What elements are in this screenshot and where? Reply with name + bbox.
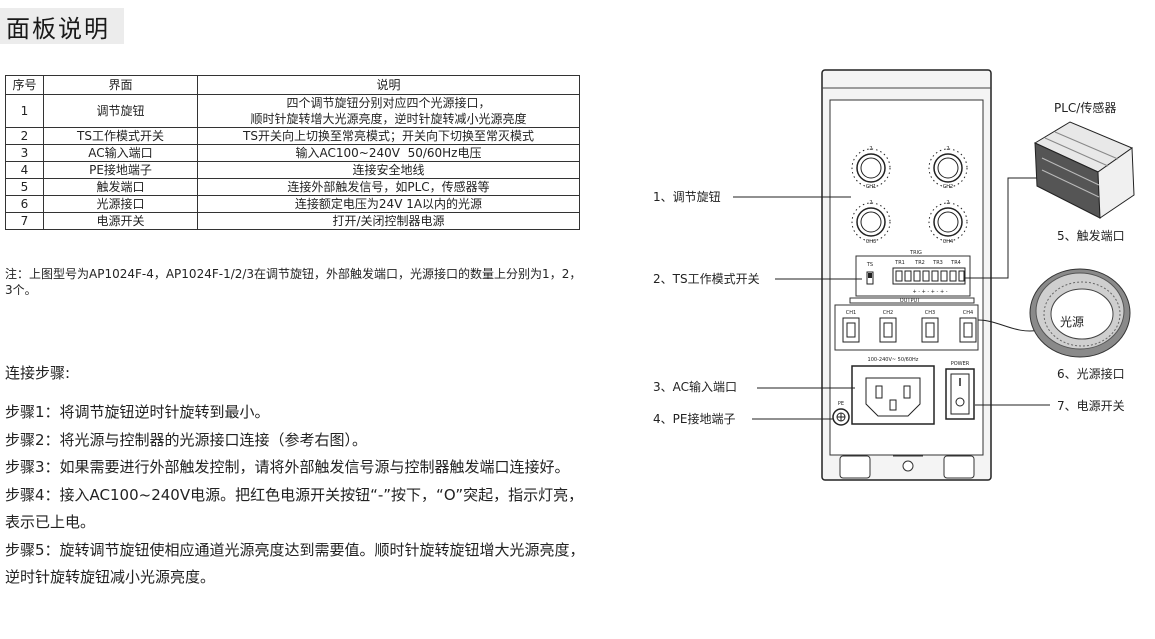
knob-label-ch4: CH4 bbox=[943, 239, 953, 245]
callout-light-port: 6、光源接口 bbox=[1057, 366, 1125, 381]
table-row: 3 AC输入端口 输入AC100~240V 50/60Hz电压 bbox=[5, 144, 580, 162]
table-row: 1 调节旋钮 四个调节旋钮分别对应四个光源接口， 顺时针旋转增大光源亮度，逆时针… bbox=[5, 94, 580, 128]
controller-panel-diagram: 2 CH1 2 CH2 2 CH3 2 CH4 TRIG TS TR1 TR2 … bbox=[653, 69, 1135, 481]
model-note: 注：上图型号为AP1024F-4，AP1024F-1/2/3在调节旋钮，外部触发… bbox=[5, 267, 582, 297]
cell-index: 1 bbox=[5, 94, 44, 128]
interface-table: 序号 界面 说明 1 调节旋钮 四个调节旋钮分别对应四个光源接口， 顺时针旋转增… bbox=[5, 75, 580, 230]
cell-description: TS开关向上切换至常亮模式；开关向下切换至常灭模式 bbox=[197, 127, 580, 145]
ring-light-source bbox=[1029, 268, 1131, 358]
trig-label-tr4: TR4 bbox=[950, 260, 961, 266]
ac-input-socket[interactable] bbox=[851, 365, 935, 425]
ground-screw bbox=[902, 460, 914, 472]
cell-index: 2 bbox=[5, 127, 44, 145]
knob-ch1[interactable] bbox=[851, 148, 891, 188]
cell-index: 6 bbox=[5, 195, 44, 213]
table-row: 5 触发端口 连接外部触发信号，如PLC，传感器等 bbox=[5, 178, 580, 196]
knob-scale-mark: 2 bbox=[869, 200, 872, 206]
table-row: 2 TS工作模式开关 TS开关向上切换至常亮模式；开关向下切换至常灭模式 bbox=[5, 127, 580, 145]
plc-sensor-module bbox=[1033, 121, 1135, 219]
foot-left bbox=[839, 455, 871, 479]
cell-interface: AC输入端口 bbox=[43, 144, 198, 162]
foot-right bbox=[943, 455, 975, 479]
callout-plc: PLC/传感器 bbox=[1054, 100, 1116, 115]
output-label-ch1: CH1 bbox=[846, 310, 856, 316]
table-row: 7 电源开关 打开/关闭控制器电源 bbox=[5, 212, 580, 230]
light-port-ch3[interactable] bbox=[921, 317, 939, 343]
light-source-label: 光源 bbox=[1060, 315, 1084, 329]
step-item: 步骤4：接入AC100~240V电源。把红色电源开关按钮“-”按下，“O”突起，… bbox=[5, 485, 584, 532]
step-item: 步骤1：将调节旋钮逆时针旋转到最小。 bbox=[5, 403, 270, 421]
power-switch[interactable] bbox=[945, 368, 975, 420]
knob-scale-mark: 2 bbox=[946, 200, 949, 206]
cell-index: 4 bbox=[5, 161, 44, 179]
knob-label-ch3: CH3 bbox=[866, 239, 876, 245]
ts-switch-label: TS bbox=[866, 262, 873, 268]
knob-scale-mark: 2 bbox=[946, 146, 949, 152]
callout-knob: 1、调节旋钮 bbox=[653, 189, 721, 204]
step-item: 步骤3：如果需要进行外部触发控制，请将外部触发信号源与控制器触发端口连接好。 bbox=[5, 458, 570, 476]
cell-description: 连接安全地线 bbox=[197, 161, 580, 179]
output-bracket bbox=[849, 297, 975, 304]
table-header-row: 序号 界面 说明 bbox=[5, 75, 580, 95]
output-label-ch4: CH4 bbox=[963, 310, 973, 316]
col-header-interface: 界面 bbox=[43, 75, 198, 95]
cell-index: 3 bbox=[5, 144, 44, 162]
trigger-terminal-block[interactable] bbox=[892, 267, 966, 285]
callout-pe: 4、PE接地端子 bbox=[653, 411, 735, 426]
output-label-ch3: CH3 bbox=[925, 310, 935, 316]
knob-label-ch2: CH2 bbox=[943, 184, 953, 190]
table-row: 4 PE接地端子 连接安全地线 bbox=[5, 161, 580, 179]
trig-label-tr2: TR2 bbox=[914, 260, 925, 266]
knob-ch4[interactable] bbox=[928, 202, 968, 242]
cell-description: 连接外部触发信号，如PLC，传感器等 bbox=[197, 178, 580, 196]
callout-ac: 3、AC输入端口 bbox=[653, 379, 737, 394]
light-port-ch4[interactable] bbox=[959, 317, 977, 343]
pe-ground-terminal[interactable] bbox=[832, 408, 850, 426]
cell-index: 5 bbox=[5, 178, 44, 196]
knob-ch2[interactable] bbox=[928, 148, 968, 188]
steps-list: 步骤1：将调节旋钮逆时针旋转到最小。 步骤2：将光源与控制器的光源接口连接（参考… bbox=[5, 399, 590, 592]
trig-label: TRIG bbox=[909, 250, 922, 256]
output-label: OUTPUT bbox=[900, 298, 921, 304]
cell-interface: TS工作模式开关 bbox=[43, 127, 198, 145]
light-port-ch1[interactable] bbox=[842, 317, 860, 343]
ac-rating-label: 100-240V~ 50/60Hz bbox=[868, 357, 919, 363]
title-background bbox=[0, 8, 124, 44]
output-label-ch2: CH2 bbox=[883, 310, 893, 316]
step-item: 步骤2：将光源与控制器的光源接口连接（参考右图）。 bbox=[5, 430, 368, 449]
ts-switch-lever bbox=[868, 273, 872, 278]
cell-description: 打开/关闭控制器电源 bbox=[197, 212, 580, 230]
callout-line-light bbox=[977, 319, 1041, 332]
callout-trigger: 5、触发端口 bbox=[1057, 228, 1125, 243]
cell-interface: 光源接口 bbox=[43, 195, 198, 213]
col-header-index: 序号 bbox=[5, 75, 44, 95]
callout-line-trigger bbox=[965, 177, 1038, 279]
cell-interface: 调节旋钮 bbox=[43, 94, 198, 128]
cell-description: 输入AC100~240V 50/60Hz电压 bbox=[197, 144, 580, 162]
col-header-description: 说明 bbox=[197, 75, 580, 95]
table-row: 6 光源接口 连接额定电压为24V 1A以内的光源 bbox=[5, 195, 580, 213]
page-title: 面板说明 bbox=[6, 15, 110, 43]
pe-label: PE bbox=[838, 401, 844, 407]
trigger-polarity: + - + - + - + - bbox=[912, 289, 947, 295]
trig-label-tr3: TR3 bbox=[932, 260, 943, 266]
cell-interface: 电源开关 bbox=[43, 212, 198, 230]
cell-interface: PE接地端子 bbox=[43, 161, 198, 179]
steps-heading: 连接步骤: bbox=[5, 364, 71, 382]
light-port-ch2[interactable] bbox=[879, 317, 897, 343]
knob-scale-mark: 2 bbox=[869, 146, 872, 152]
cell-description: 四个调节旋钮分别对应四个光源接口， 顺时针旋转增大光源亮度，逆时针旋转减小光源亮… bbox=[197, 94, 580, 128]
knob-ch3[interactable] bbox=[851, 202, 891, 242]
callout-power: 7、电源开关 bbox=[1057, 399, 1125, 413]
knob-label-ch1: CH1 bbox=[866, 184, 876, 190]
power-label: POWER bbox=[951, 361, 970, 367]
cell-index: 7 bbox=[5, 212, 44, 230]
callout-ts: 2、TS工作模式开关 bbox=[653, 272, 760, 286]
cell-interface: 触发端口 bbox=[43, 178, 198, 196]
step-item: 步骤5：旋转调节旋钮使相应通道光源亮度达到需要值。顺时针旋转旋钮增大光源亮度，逆… bbox=[5, 540, 585, 587]
trig-label-tr1: TR1 bbox=[894, 260, 905, 266]
cell-description: 连接额定电压为24V 1A以内的光源 bbox=[197, 195, 580, 213]
